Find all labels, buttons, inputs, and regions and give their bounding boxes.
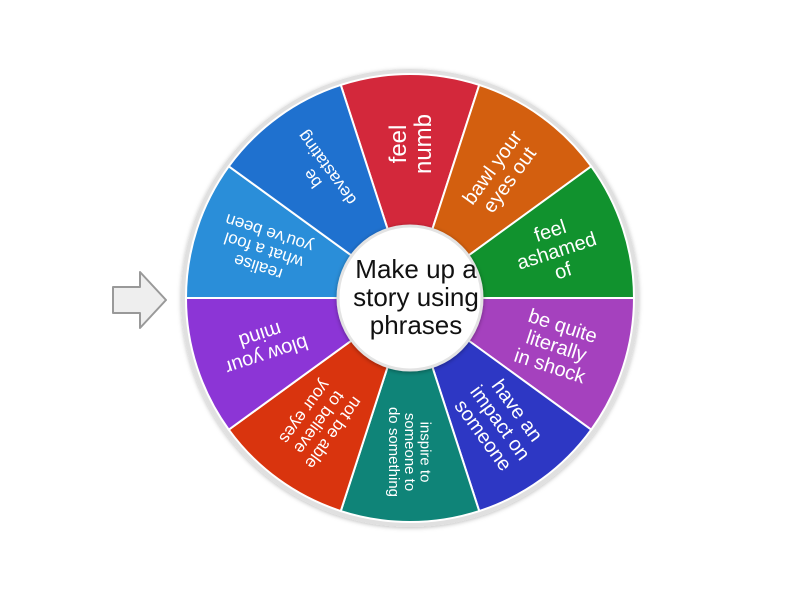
wheel-center-hub[interactable] bbox=[336, 224, 484, 372]
wheel-segment-feel-numb[interactable] bbox=[339, 72, 481, 302]
segment-label-line: feel bbox=[385, 125, 412, 164]
arrow-right-icon bbox=[112, 271, 167, 329]
wheel-segment-inspire-to-someone-to-do-something[interactable] bbox=[339, 294, 481, 524]
center-text-line-1: Make up a bbox=[355, 254, 477, 284]
segment-label-line: inspire to bbox=[417, 422, 434, 483]
segment-label-line: of bbox=[552, 258, 575, 284]
center-text-line-3: phrases bbox=[370, 310, 463, 340]
segment-label-line: numb bbox=[410, 114, 437, 174]
segment-label-line: someone to bbox=[401, 413, 418, 491]
center-text-line-2: story using bbox=[353, 282, 479, 312]
segment-label-line: do something bbox=[385, 407, 402, 497]
